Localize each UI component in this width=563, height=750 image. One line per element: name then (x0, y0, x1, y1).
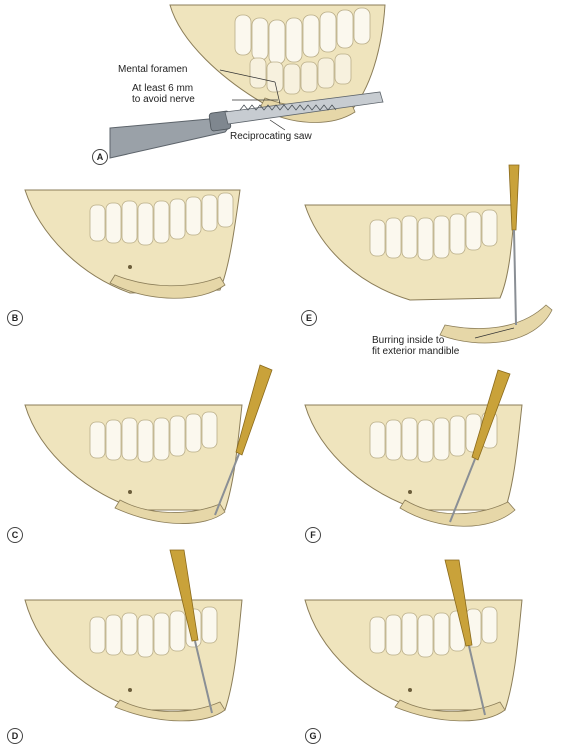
teeth (369, 606, 498, 658)
bur-shaft (468, 645, 486, 716)
bur-handle (508, 164, 520, 231)
panel-b: B (7, 185, 260, 326)
teeth (369, 209, 498, 261)
panel-a: Mental foramen At least 6 mm to avoid ne… (92, 0, 400, 170)
teeth (369, 411, 498, 463)
panel-g: G (300, 545, 560, 745)
chin-segment (394, 699, 506, 722)
bur-handle (444, 559, 473, 647)
panel-f-illustration (304, 369, 523, 527)
annotation-clearance-2: to avoid nerve (132, 94, 195, 105)
bur-handle (235, 364, 273, 456)
bur-handle (169, 549, 199, 642)
panel-f: F (300, 360, 560, 543)
annotation-saw: Reciprocating saw (230, 131, 312, 142)
panel-label-b: B (7, 310, 23, 326)
lower-teeth (249, 53, 352, 95)
annotation-clearance-1: At least 6 mm (132, 83, 194, 94)
panel-label-c: C (7, 527, 23, 543)
panel-a-illustration (109, 4, 386, 159)
annotation-burring-2: fit exterior mandible (372, 346, 460, 357)
bur-handle (471, 369, 511, 461)
annotation-burring-1: Burring inside to (372, 335, 445, 346)
panel-label-a: A (92, 149, 108, 165)
chin-segment (109, 274, 226, 299)
bur-shaft (214, 453, 240, 516)
panel-g-illustration (304, 559, 523, 722)
panel-label-e: E (301, 310, 317, 326)
panel-d-illustration (24, 549, 243, 722)
teeth (89, 606, 218, 658)
panel-c: C (7, 360, 280, 543)
teeth (89, 411, 218, 463)
chin-segment (399, 499, 516, 527)
teeth (89, 192, 234, 246)
chin-segment (114, 699, 226, 722)
annotation-mental-foramen: Mental foramen (118, 64, 188, 75)
bur-shaft (194, 640, 213, 714)
panel-e-illustration (304, 164, 553, 344)
panel-label-d: D (7, 728, 23, 744)
panel-c-illustration (24, 364, 273, 524)
chin-segment (439, 304, 553, 344)
panel-label-f: F (305, 527, 321, 543)
bur-shaft (513, 229, 517, 326)
panel-d: D (7, 545, 280, 745)
panel-e: Burring inside to fit exterior mandible … (300, 160, 560, 360)
saw-blade (224, 91, 384, 125)
panel-label-g: G (305, 728, 321, 744)
bur-shaft (449, 458, 476, 523)
panel-b-illustration (24, 189, 241, 299)
